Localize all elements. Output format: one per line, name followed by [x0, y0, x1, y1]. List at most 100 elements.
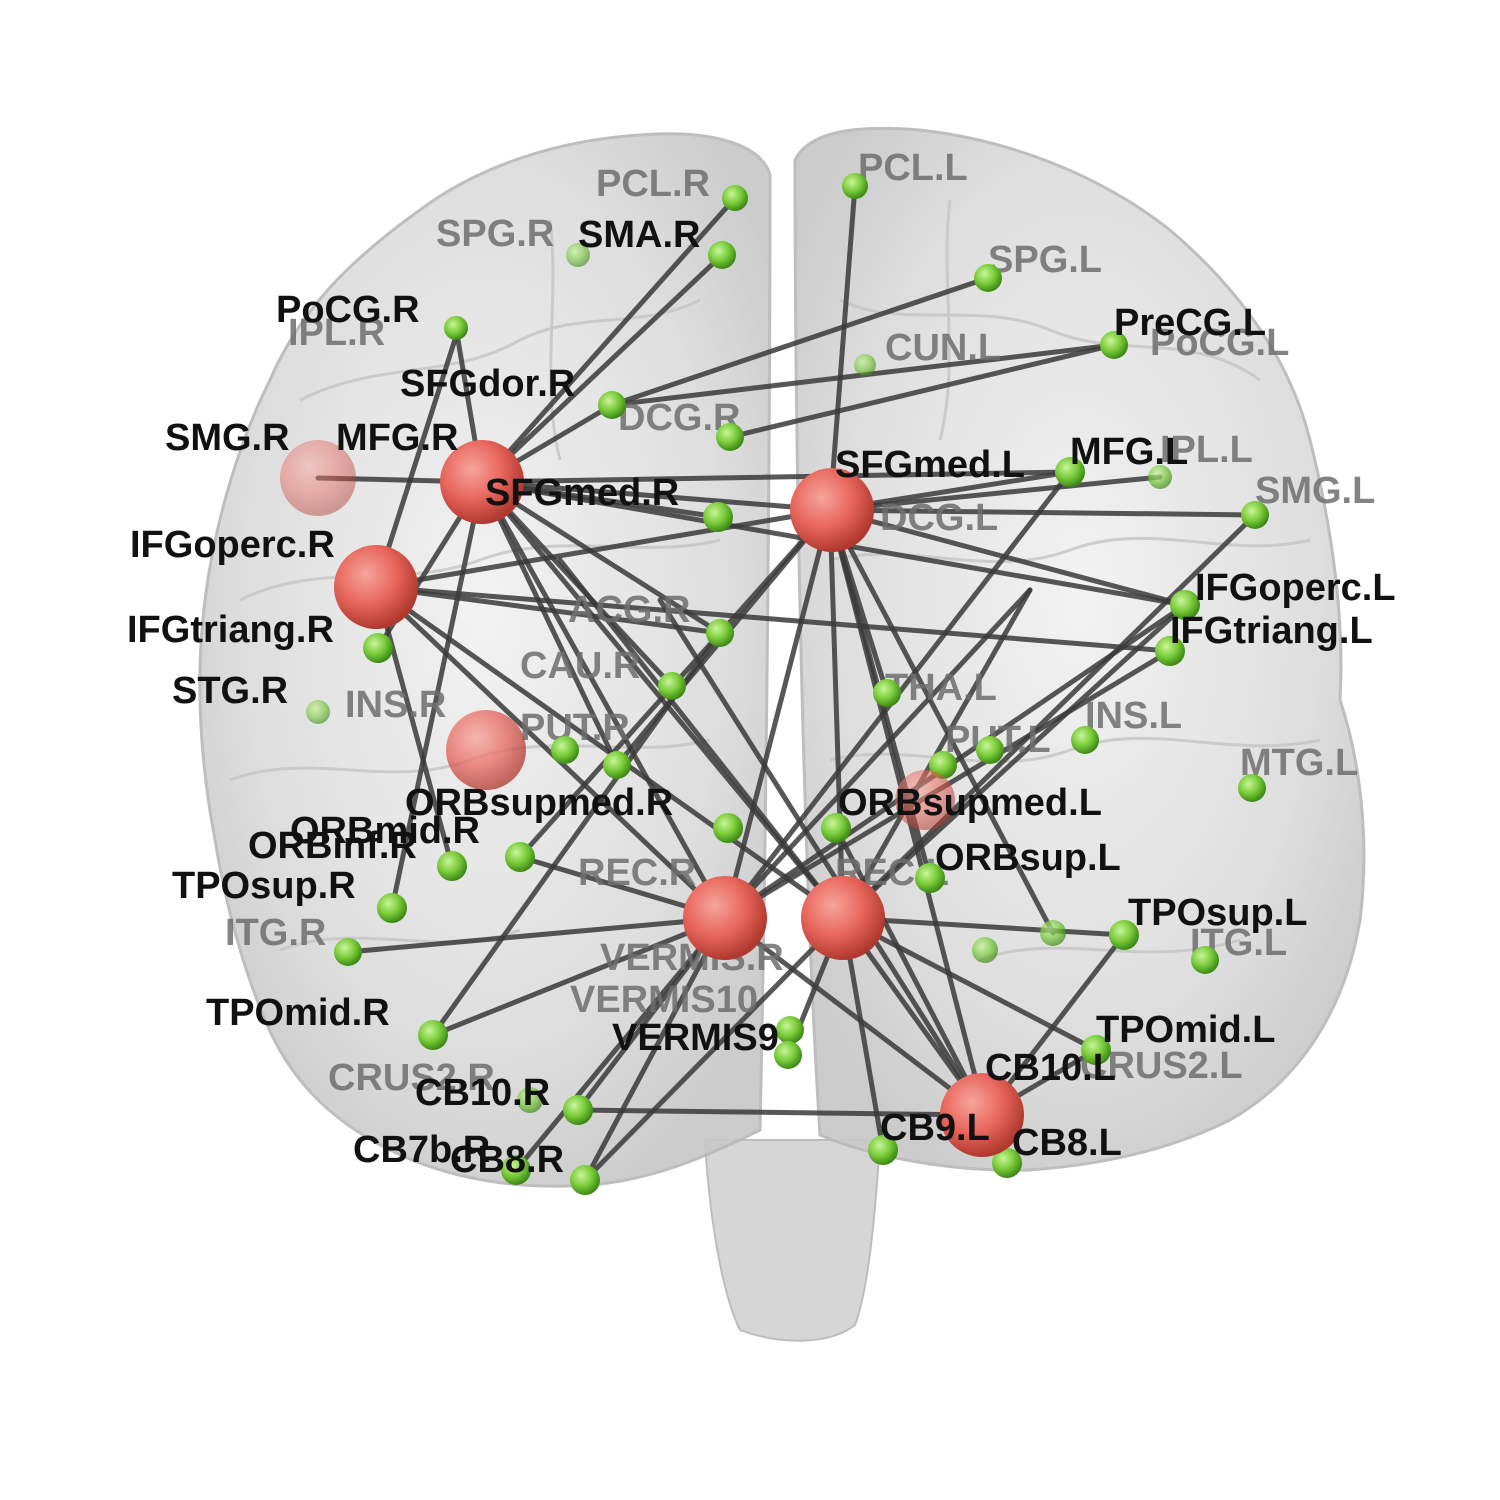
- node-ifgoperc-l: [1170, 590, 1200, 620]
- edge: [389, 479, 485, 911]
- node-itg-l: [1191, 946, 1219, 974]
- node-tpomid-l: [1081, 1035, 1111, 1065]
- edge: [657, 597, 988, 1118]
- node-spg-r: [566, 243, 590, 267]
- node-orbsup-l: [915, 863, 945, 893]
- node-ifgtriang-l: [1155, 636, 1185, 666]
- node-ins-deep-3: [972, 937, 998, 963]
- node-tha-l: [873, 679, 901, 707]
- node-sfgdor-r: [598, 391, 626, 419]
- label-acg-r: ACG.R: [568, 589, 690, 631]
- label-cb8-r: CB8.R: [450, 1139, 564, 1181]
- label-stg-r: STG.R: [172, 670, 288, 712]
- hub-cb9-l: [940, 1073, 1024, 1157]
- node-itg-r: [334, 938, 362, 966]
- label-cau-r: CAU.R: [520, 645, 640, 687]
- label-orbsup-l: ORBsup.L: [935, 837, 1121, 879]
- node-stg-r: [306, 700, 330, 724]
- edge: [722, 507, 833, 921]
- label-rec-r: REC.R: [578, 852, 696, 894]
- label-itg-r: ITG.R: [225, 912, 326, 954]
- edge: [582, 915, 846, 1183]
- edge: [840, 915, 1127, 938]
- label-cb9-l: CB9.L: [880, 1107, 990, 1149]
- node-spg-l: [974, 264, 1002, 292]
- node-dcg-r: [716, 423, 744, 451]
- label-tha-l: THA.L: [885, 667, 997, 709]
- node-put-l: [976, 736, 1004, 764]
- label-sfgmed-r: SFGmed.R: [485, 472, 679, 514]
- edge: [373, 584, 723, 636]
- node-crus2-r: [517, 1087, 543, 1113]
- brainstem: [703, 1139, 882, 1342]
- edge: [557, 557, 846, 921]
- hub-orb-l: [895, 770, 955, 830]
- node-cb8-r: [570, 1165, 600, 1195]
- label-crus2-r: CRUS2.R: [328, 1057, 495, 1099]
- label-ipl-l: IPL.L: [1160, 429, 1253, 471]
- node-vermis9: [774, 1041, 802, 1069]
- node-cb7b-l: [868, 1135, 898, 1165]
- nodes: [280, 173, 1269, 1195]
- hub-ifgoperc-r: [334, 545, 418, 629]
- node-pcl-r: [722, 185, 748, 211]
- label-sfgdor-r: SFGdor.R: [400, 363, 575, 405]
- node-ins-deep-2: [1040, 920, 1066, 946]
- edge: [479, 479, 723, 636]
- hub-ins-r: [446, 710, 526, 790]
- front-labels: SMA.R PoCG.R PreCG.L SFGdor.R SMG.R MFG.…: [127, 214, 1396, 1181]
- node-cb10-r: [563, 1095, 593, 1125]
- edge: [373, 327, 461, 590]
- node-smg-l: [1241, 501, 1269, 529]
- node-ins-l-deep: [929, 751, 957, 779]
- label-sfgmed-l: SFGmed.L: [835, 444, 1025, 486]
- edge: [827, 507, 1056, 936]
- hub-rec-r: [683, 876, 767, 960]
- node-orbinf-r: [437, 851, 467, 881]
- label-dcg-l: DCG.L: [880, 497, 998, 539]
- label-ins-l: INS.L: [1085, 695, 1182, 737]
- node-ifgtriang-r: [363, 633, 393, 663]
- label-ifgtriang-l: IFGtriang.L: [1170, 610, 1373, 652]
- right-hemisphere: [198, 132, 772, 1188]
- edge: [345, 915, 728, 955]
- label-spg-l: SPG.L: [988, 239, 1102, 281]
- edge: [575, 1107, 988, 1118]
- label-cb7b-r: CB7b.R: [353, 1129, 490, 1171]
- edge: [827, 183, 858, 513]
- node-sfgmed-r: [703, 502, 733, 532]
- edge: [373, 507, 833, 590]
- label-ifgtriang-r: IFGtriang.R: [127, 609, 334, 651]
- node-cb8-l: [992, 1148, 1022, 1178]
- label-ins-r: INS.R: [345, 684, 446, 726]
- label-ifgoperc-r: IFGoperc.R: [130, 524, 335, 566]
- edge: [373, 584, 728, 921]
- label-tpomid-r: TPOmid.R: [206, 992, 390, 1034]
- node-cun-l: [854, 354, 876, 376]
- label-orbinf-r: ORBinf.R: [248, 825, 417, 867]
- hub-sfgmed-l: [790, 468, 874, 552]
- label-smg-r: SMG.R: [165, 417, 290, 459]
- node-orbsupmed-l: [821, 813, 851, 843]
- sulci: [229, 199, 1321, 962]
- node-sma-r: [708, 241, 736, 269]
- edge: [479, 252, 725, 485]
- label-vermis10: VERMIS10: [570, 979, 758, 1021]
- edge: [840, 602, 1188, 921]
- label-orbsupmed-l: ORBsupmed.L: [838, 782, 1102, 824]
- edge: [479, 479, 728, 921]
- label-spg-r: SPG.R: [436, 213, 554, 255]
- label-mfg-l: MFG.L: [1070, 431, 1188, 473]
- edge: [430, 915, 728, 1038]
- edge: [513, 915, 728, 1173]
- label-pcl-l: PCL.L: [858, 147, 968, 189]
- edge: [827, 474, 1163, 513]
- hub-rec-l: [801, 876, 885, 960]
- edge: [373, 584, 1173, 654]
- label-smg-l: SMG.L: [1255, 470, 1375, 512]
- edge: [479, 479, 620, 768]
- edge: [479, 469, 1073, 485]
- label-pocg-l: PoCG.L: [1150, 322, 1289, 364]
- edge: [609, 275, 991, 408]
